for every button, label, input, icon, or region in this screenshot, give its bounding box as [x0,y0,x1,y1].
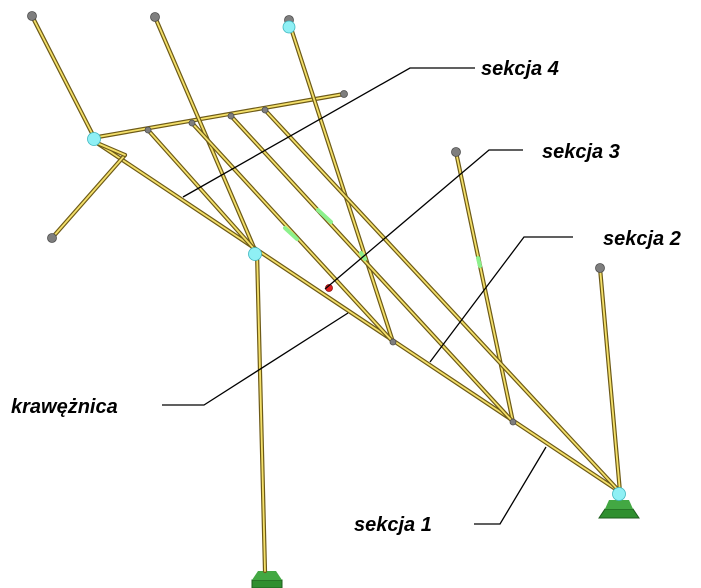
post-member [286,19,396,345]
joint-node [27,11,37,21]
label-section2: sekcja 2 [603,228,681,250]
strut-member [94,140,128,158]
section-member [145,127,258,253]
post-member [152,14,258,253]
stringer-member [94,140,623,495]
joint-node [261,106,269,114]
strut-member [49,152,128,241]
label-section3: sekcja 3 [542,141,620,163]
joint-node [47,233,57,243]
leader-lines [162,67,573,525]
joint-node [509,418,517,426]
joint-node [188,119,196,127]
joint-node [451,147,461,157]
joint-node [144,126,152,134]
leader-line-section2 [429,236,573,363]
joint-node [340,90,348,98]
joint-node [595,263,605,273]
leader-line-section1 [474,446,547,525]
joints [27,11,626,501]
post-member [597,265,623,495]
leader-line-section3 [324,149,523,290]
leader-line-stringer [162,312,349,406]
leader-line-section4 [182,67,475,198]
support-bottom [251,571,283,588]
post-member [29,13,100,146]
label-stringer: krawężnica [11,396,118,418]
section-member [262,107,623,495]
support-node [282,20,296,34]
joint-node [389,338,397,346]
column-member [254,249,268,574]
label-section1: sekcja 1 [354,514,432,536]
post-member [453,149,516,425]
label-section4: sekcja 4 [481,58,559,80]
structural-members [29,13,623,574]
support-node [87,132,101,146]
support-right [598,500,640,519]
top-chord-member [89,91,347,141]
joint-node [150,12,160,22]
support-node [248,247,262,261]
joint-node [227,112,235,120]
section-member [228,113,516,425]
support-node [612,487,626,501]
